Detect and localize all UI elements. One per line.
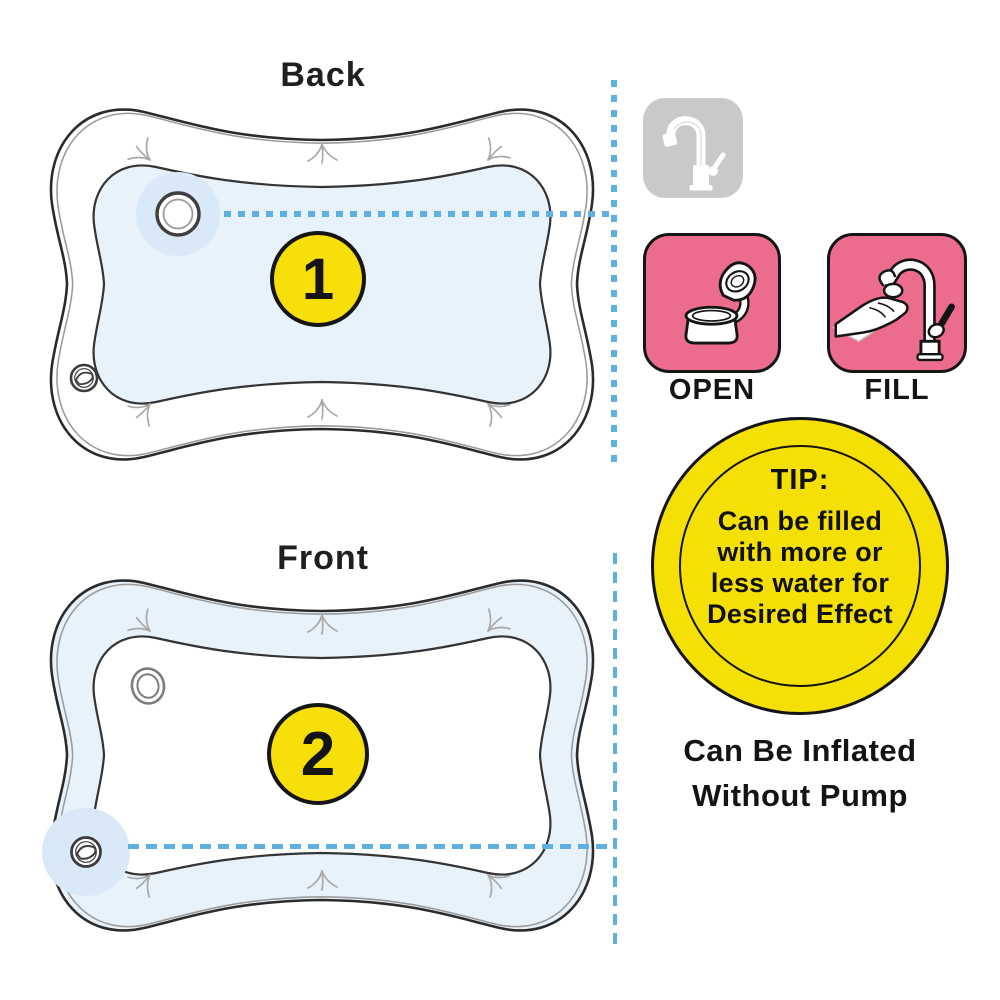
crease-mark-icon (307, 399, 338, 420)
crease-mark-icon (307, 870, 338, 891)
open-step-label: OPEN (668, 374, 756, 406)
faucet-tile (643, 98, 743, 198)
open-step-tile (643, 233, 781, 373)
crease-mark-icon (127, 403, 151, 427)
step-2-badge: 2 (267, 703, 369, 805)
step-2-number: 2 (300, 719, 336, 789)
tip-line: Desired Effect (707, 599, 893, 629)
inflate-note-line: Without Pump (692, 778, 908, 813)
crease-mark-icon (487, 608, 511, 632)
air-valve-cap-icon (42, 808, 130, 896)
valve-ring-icon (130, 667, 166, 705)
front-view-title: Front (277, 539, 369, 577)
tip-text: TIP: Can be filled with more or less wat… (654, 464, 946, 630)
faucet-icon (662, 116, 726, 191)
fill-step-tile (827, 233, 967, 373)
tip-bubble-inner-ring (679, 445, 921, 687)
crease-mark-icon (127, 137, 151, 161)
faucet-filling-hand-icon (831, 258, 955, 362)
crease-mark-icon (487, 874, 511, 898)
crease-mark-icon (307, 143, 338, 164)
dashed-guide-line-vertical-top (611, 80, 617, 470)
crease-mark-icon (127, 608, 151, 632)
inflate-note: Can Be Inflated Without Pump (650, 728, 950, 818)
dashed-guide-line-vertical-bottom (613, 553, 617, 947)
crease-mark-icon (127, 874, 151, 898)
inflate-note-line: Can Be Inflated (683, 733, 917, 768)
fill-step-label: FILL (864, 374, 930, 406)
tip-bubble: TIP: Can be filled with more or less wat… (651, 417, 949, 715)
tip-line: less water for (710, 568, 890, 598)
tip-line: Can be filled (717, 506, 883, 536)
mat-outline-inner-seam (56, 112, 588, 457)
crease-mark-icon (307, 614, 338, 635)
dashed-guide-line-horizontal-front (128, 844, 608, 849)
crease-mark-icon (487, 403, 511, 427)
air-valve-cap-icon (69, 363, 99, 393)
open-valve-cap-icon (684, 261, 757, 345)
tip-line: with more or (717, 537, 883, 567)
step-1-badge: 1 (270, 231, 366, 327)
dashed-guide-line-horizontal-back (224, 211, 612, 217)
water-fill-valve-icon (136, 172, 220, 256)
back-view-title: Back (280, 56, 366, 94)
crease-mark-icon (487, 137, 511, 161)
tip-heading: TIP: (770, 464, 830, 496)
step-1-number: 1 (301, 246, 335, 312)
